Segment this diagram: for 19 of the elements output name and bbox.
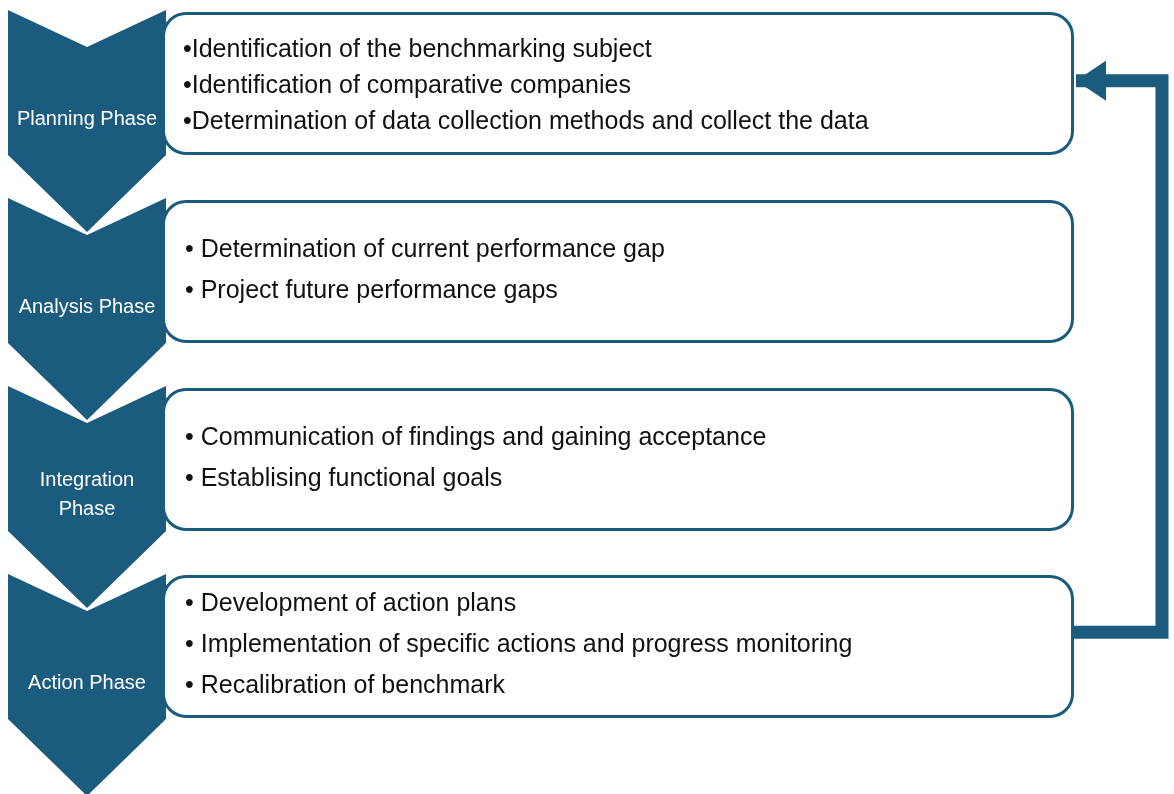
phase-label: Action Phase xyxy=(27,669,147,695)
content-box xyxy=(162,12,1074,155)
bullet-item: • Project future performance gaps xyxy=(185,273,559,305)
phase-label: Integration Phase xyxy=(38,467,136,521)
content-box xyxy=(162,388,1074,531)
phase-label: Analysis Phase xyxy=(17,293,157,319)
bullet-item: • Development of action plans xyxy=(185,587,518,618)
phase-label: Planning Phase xyxy=(15,105,159,131)
content-box xyxy=(162,200,1074,343)
bullet-item: •Identification of the benchmarking subject xyxy=(183,32,653,64)
bullet-item: •Determination of data collection methods and collect the data xyxy=(183,104,870,136)
feedback-arrow xyxy=(1074,60,1169,639)
bullet-item: • Communication of findings and gaining acceptance xyxy=(185,420,768,452)
bullet-item: • Implementation of specific actions and progress monitoring xyxy=(185,628,854,659)
bullet-item: • Determination of current performance gap xyxy=(185,232,666,264)
bullet-item: • Establising functional goals xyxy=(185,461,504,493)
bullet-item: • Recalibration of benchmark xyxy=(185,669,507,700)
content-box xyxy=(162,575,1074,718)
bullet-item: •Identification of comparative companies xyxy=(183,68,632,100)
